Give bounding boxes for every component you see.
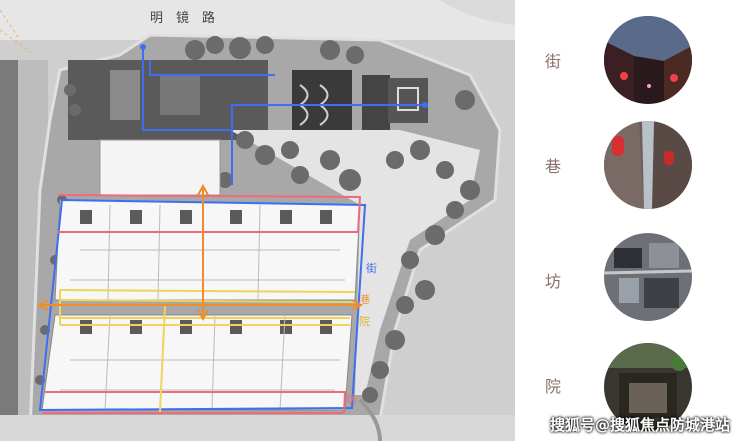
zone-label-alley: 巷 [360, 294, 370, 306]
residential-blocks [41, 199, 361, 411]
street-photo-icon [604, 16, 692, 104]
blue-circulation-line [38, 47, 425, 412]
legend-label-workshop: 坊 [545, 272, 563, 291]
legend-panel: 街 巷 坊 [515, 0, 740, 441]
courtyard-photo-icon [604, 343, 692, 431]
zone-label-courtyard: 院 [359, 314, 370, 328]
zone-label-street: 街 [366, 261, 377, 275]
zone-label-workshop: 坊 [346, 392, 357, 406]
legend-label-street: 街 [545, 52, 563, 71]
red-alley-lines [42, 194, 362, 414]
watermark: 搜狐号@搜狐焦点防城港站 [549, 416, 730, 434]
legend-label-alley: 巷 [545, 157, 563, 176]
garden-trees [35, 36, 480, 403]
alley-photo-icon [604, 121, 692, 209]
road-name-label: 明 镜 路 [150, 10, 215, 26]
legend-label-courtyard: 院 [545, 377, 563, 396]
road-strip [0, 0, 515, 40]
yellow-lane-bands [59, 289, 356, 413]
workshop-aerial-photo-icon [604, 233, 692, 321]
site-master-plan: 明 镜 路 街 巷 院 坊 [0, 0, 515, 441]
orange-path-arrows [36, 183, 364, 322]
